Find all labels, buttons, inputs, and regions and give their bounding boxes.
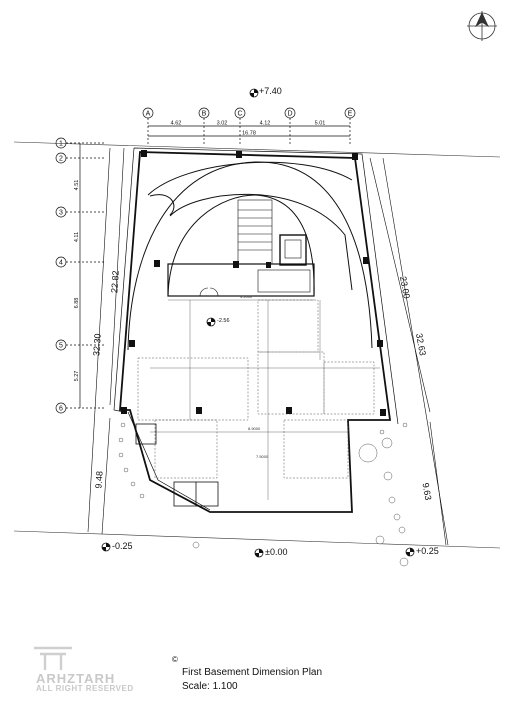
site-boundary-lines [13, 141, 501, 549]
grid-row-4: 4 [59, 260, 63, 267]
level-left-bottom-label: -0.25 [112, 541, 133, 551]
north-arrow-icon [467, 11, 497, 41]
col-spacing-total: 16.78 [242, 131, 256, 137]
landscape-trees [118, 422, 409, 567]
dim-left-upper: 22.82 [109, 270, 121, 293]
dim-right-total: 32.63 [414, 333, 428, 357]
row-spacing-23: 4.51 [74, 180, 80, 191]
dim-left-lower: 9.48 [93, 471, 104, 489]
level-marker-mid-bottom: ±0.00 [254, 547, 287, 558]
grid-col-e: E [348, 111, 353, 118]
level-right-bottom-label: +0.25 [416, 546, 439, 556]
internal-dimension-lines [150, 299, 380, 500]
curved-ramp [127, 161, 373, 351]
grid-col-a: A [146, 111, 151, 118]
dim-hall-width: 4.2000 [240, 294, 253, 299]
level-marker-right-bottom: +0.25 [405, 546, 439, 557]
dim-right-upper: 23.00 [398, 276, 412, 300]
level-center-label: -2.56 [217, 318, 230, 324]
dim-lower-depth: 7.5000 [256, 454, 269, 459]
dim-right-lower: 9.63 [421, 482, 434, 501]
level-marker-center: -2.56 [206, 317, 230, 327]
col-spacing-de: 5.01 [315, 121, 326, 127]
col-spacing-cd: 4.12 [260, 121, 271, 127]
grid-col-d: D [287, 111, 292, 118]
service-rooms [135, 423, 219, 507]
row-spacing-34: 4.11 [74, 232, 80, 242]
grid-row-5: 5 [59, 343, 63, 350]
row-spacing-56: 5.27 [74, 371, 80, 382]
stair-core [167, 199, 315, 297]
col-spacing-bc: 3.02 [217, 121, 228, 127]
structural-columns [121, 150, 386, 416]
col-spacing-ab: 4.62 [171, 121, 182, 127]
grid-rows [55, 137, 105, 414]
logo-name: ARHZTARH [36, 671, 116, 686]
grid-row-1: 1 [59, 141, 63, 148]
level-marker-top: +7.40 [249, 86, 282, 98]
grid-col-c: C [237, 111, 242, 118]
grid-col-b: B [202, 111, 207, 118]
dim-lower-width: 8.9000 [248, 426, 261, 431]
grid-row-2: 2 [59, 156, 63, 163]
grid-row-6: 6 [59, 406, 63, 413]
copyright-mark: © [172, 655, 178, 664]
dim-left-total: 32.30 [91, 333, 103, 356]
logo-tagline: ALL RIGHT RESERVED [36, 684, 134, 693]
plan-scale: Scale: 1.100 [182, 681, 238, 692]
grid-row-3: 3 [59, 210, 63, 217]
level-marker-left-bottom: -0.25 [101, 541, 133, 552]
grid-columns [142, 107, 356, 145]
level-top-label: +7.40 [259, 86, 282, 96]
overall-dimension-lines [87, 147, 449, 546]
level-mid-bottom-label: ±0.00 [265, 547, 287, 557]
plan-title: First Basement Dimension Plan [182, 667, 323, 678]
logo-emblem-icon [34, 646, 72, 670]
row-spacing-45: 6.88 [74, 298, 80, 309]
parking-stalls [137, 299, 375, 479]
